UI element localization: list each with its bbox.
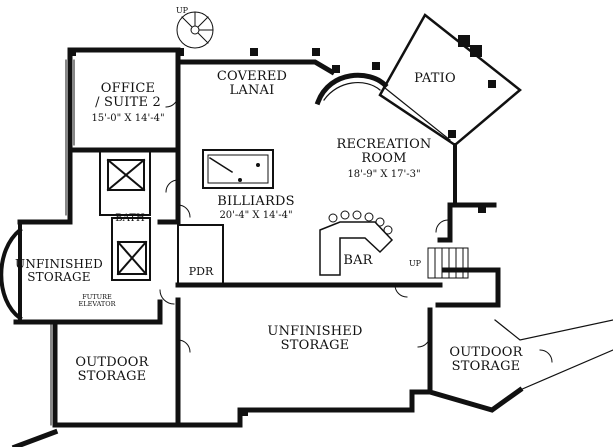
pdr-label: PDR (188, 265, 214, 278)
exterior-walls (11, 47, 524, 447)
unfinished-storage-left-line2: STORAGE (27, 269, 91, 284)
unfinished-storage-left-label: UNFINISHED STORAGE (4, 258, 114, 283)
office-label: OFFICE / SUITE 2 (88, 82, 168, 109)
right-stair-up-label: UP (408, 259, 422, 268)
outdoor-storage-right-line2: STORAGE (451, 358, 521, 374)
future-elevator-line1: FUTURE (82, 293, 112, 301)
office-dims: 15'-0" X 14'-4" (91, 113, 165, 124)
door-swings (159, 94, 553, 363)
recreation-dims: 18'-9" X 17'-3" (347, 169, 421, 180)
interior-walls (99, 149, 224, 286)
bar-label: BAR (343, 253, 373, 268)
pool-table (202, 149, 274, 189)
office-name-line2: / SUITE 2 (95, 94, 161, 110)
outdoor-storage-left-line2: STORAGE (77, 368, 147, 384)
unfinished-storage-center-line2: STORAGE (280, 337, 350, 353)
bath-label: BATH (115, 213, 145, 224)
office-name-line1: OFFICE (100, 81, 156, 96)
billiards-dims: 20'-4" X 14'-4" (219, 210, 293, 221)
unfinished-storage-left-line1: UNFINISHED (15, 257, 103, 271)
outdoor-storage-left-label: OUTDOOR STORAGE (62, 356, 162, 383)
future-elevator-line2: ELEVATOR (78, 299, 116, 308)
storage-bay (0, 227, 23, 321)
recreation-line1: RECREATION (336, 137, 432, 152)
recreation-line2: ROOM (361, 150, 407, 166)
bar-counter (319, 221, 394, 276)
unfinished-storage-center-label: UNFINISHED STORAGE (250, 325, 380, 352)
covered-lanai-line2: LANAI (229, 82, 275, 98)
unfinished-storage-center-line1: UNFINISHED (267, 324, 363, 339)
recreation-label: RECREATION ROOM (330, 138, 438, 165)
covered-lanai-line1: COVERED (216, 69, 288, 84)
spiral-stair-up-label: UP (175, 6, 189, 15)
spiral-stair (176, 11, 214, 49)
outdoor-storage-left-line1: OUTDOOR (75, 355, 149, 370)
billiards-label: BILLIARDS (217, 194, 295, 209)
columns (68, 35, 496, 416)
outdoor-storage-right-label: OUTDOOR STORAGE (436, 346, 536, 373)
outdoor-storage-right-line1: OUTDOOR (449, 345, 523, 360)
future-elevator-label: FUTURE ELEVATOR (72, 294, 122, 308)
patio-label: PATIO (414, 71, 456, 86)
right-stair (427, 247, 469, 279)
covered-lanai-label: COVERED LANAI (208, 70, 296, 97)
bay-wall (314, 72, 389, 106)
